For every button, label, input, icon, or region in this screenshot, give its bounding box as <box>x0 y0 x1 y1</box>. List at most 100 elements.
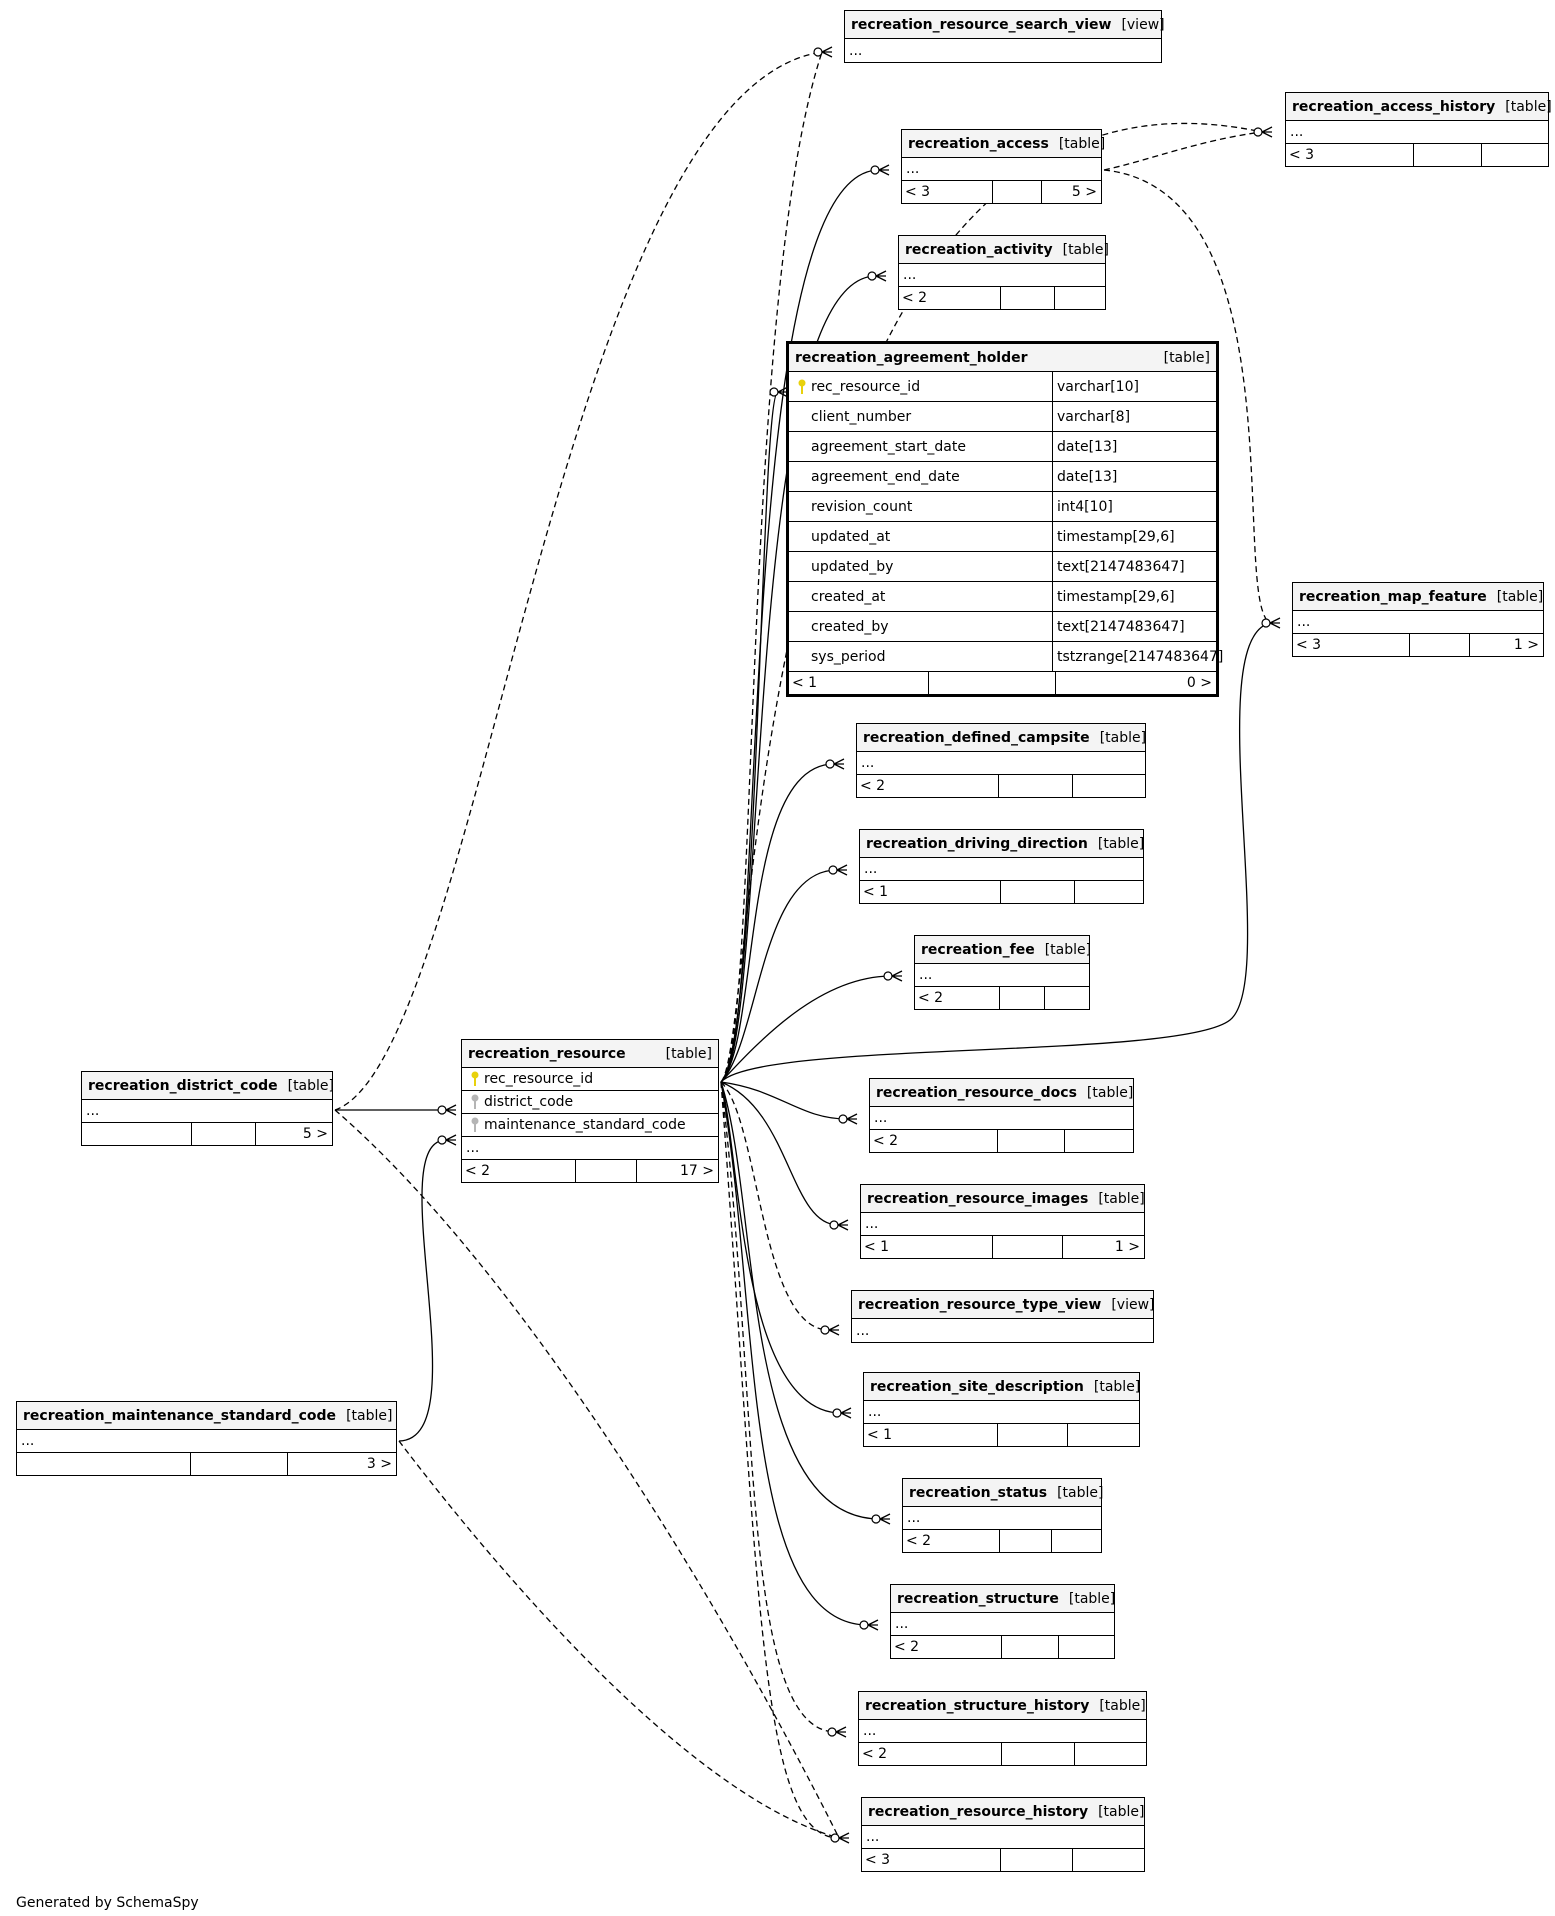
parents-count[interactable]: < 3 <box>1293 634 1410 656</box>
table-name: recreation_site_description <box>870 1378 1084 1395</box>
relationship-district-code-to-resource-history <box>334 1109 840 1839</box>
parents-count[interactable]: < 2 <box>915 987 1000 1009</box>
column-type: varchar[10] <box>1052 372 1216 401</box>
table-name: recreation_resource <box>468 1045 626 1062</box>
children-count[interactable] <box>1045 987 1089 1009</box>
footer-mid <box>1000 987 1045 1009</box>
table-header: recreation_resource_type_view[view] <box>852 1291 1155 1319</box>
children-count[interactable]: 3 > <box>366 1456 392 1472</box>
column-name: sys_period <box>811 648 886 665</box>
table-kind: [table] <box>1505 98 1552 115</box>
table-map-feature[interactable]: recreation_map_feature[table]...< 3 1 > <box>1292 582 1544 657</box>
ellipsis-row: ... <box>862 1826 1144 1849</box>
parents-count[interactable]: < 1 <box>864 1424 998 1446</box>
footer-mid <box>998 1424 1068 1446</box>
parents-count[interactable]: < 2 <box>891 1636 1002 1658</box>
table-structure[interactable]: recreation_structure[table]...< 2 <box>890 1584 1115 1659</box>
footer-mid <box>191 1453 288 1475</box>
table-site-description[interactable]: recreation_site_description[table]...< 1 <box>863 1372 1140 1447</box>
table-header: recreation_agreement_holder[table] <box>789 344 1216 372</box>
table-maint-std-code[interactable]: recreation_maintenance_standard_code[tab… <box>16 1401 397 1476</box>
table-search-view[interactable]: recreation_resource_search_view[view]... <box>844 10 1165 63</box>
crowfoot-marker <box>867 270 887 282</box>
children-count[interactable] <box>1055 287 1105 309</box>
generated-by-footer: Generated by SchemaSpy <box>16 1895 199 1911</box>
children-count[interactable] <box>1075 881 1143 903</box>
table-name: recreation_agreement_holder <box>795 349 1028 366</box>
children-count[interactable]: 1 > <box>1114 1239 1140 1255</box>
table-fee[interactable]: recreation_fee[table]...< 2 <box>914 935 1092 1010</box>
parents-count[interactable]: < 1 <box>860 881 1001 903</box>
table-driving-direction[interactable]: recreation_driving_direction[table]...< … <box>859 829 1144 904</box>
column-row: rec_resource_id <box>462 1068 718 1091</box>
children-count[interactable] <box>1073 1849 1144 1871</box>
column-type: timestamp[29,6] <box>1052 582 1216 611</box>
column-type: varchar[8] <box>1052 402 1216 431</box>
parents-count[interactable]: < 1 <box>861 1236 993 1258</box>
children-count[interactable] <box>1068 1424 1139 1446</box>
table-district-code[interactable]: recreation_district_code[table]...5 > <box>81 1071 334 1146</box>
table-header: recreation_map_feature[table] <box>1293 583 1543 611</box>
table-name: recreation_status <box>909 1484 1048 1501</box>
parents-count[interactable]: < 3 <box>902 181 993 203</box>
children-count[interactable] <box>1052 1530 1101 1552</box>
table-resource-docs[interactable]: recreation_resource_docs[table]...< 2 <box>869 1078 1134 1153</box>
children-count[interactable] <box>1059 1636 1114 1658</box>
table-resource-history[interactable]: recreation_resource_history[table]...< 3 <box>861 1797 1145 1872</box>
table-kind: [table] <box>1044 941 1092 958</box>
column-type: timestamp[29,6] <box>1052 522 1216 551</box>
children-count[interactable] <box>1075 1743 1146 1765</box>
children-count[interactable] <box>1482 144 1548 166</box>
children-count[interactable]: 17 > <box>680 1163 714 1179</box>
parents-count[interactable] <box>17 1453 191 1475</box>
no-key-spacer <box>793 408 811 426</box>
column-type: text[2147483647] <box>1052 612 1216 641</box>
table-defined-campsite[interactable]: recreation_defined_campsite[table]...< 2 <box>856 723 1146 798</box>
table-footer: < 2 <box>859 1743 1146 1765</box>
crowfoot-marker <box>883 970 903 982</box>
children-count[interactable]: 5 > <box>1071 184 1097 200</box>
relationship-access-to-access-history <box>1103 131 1263 171</box>
table-footer: < 2 <box>899 287 1105 309</box>
children-count[interactable]: 0 > <box>1186 675 1212 691</box>
primary-key-icon <box>466 1070 484 1088</box>
parents-count[interactable]: < 1 <box>789 672 929 694</box>
column-name: maintenance_standard_code <box>484 1117 686 1133</box>
relationship-resource-to-structure <box>720 1081 869 1626</box>
parents-count[interactable]: < 2 <box>859 1743 1002 1765</box>
parents-count[interactable]: < 2 <box>870 1130 998 1152</box>
parents-count[interactable]: < 2 <box>903 1530 1000 1552</box>
children-count[interactable] <box>1065 1130 1133 1152</box>
table-resource-type-view[interactable]: recreation_resource_type_view[view]... <box>851 1290 1155 1343</box>
table-kind: [table] <box>1068 1590 1116 1607</box>
table-structure-history[interactable]: recreation_structure_history[table]...< … <box>858 1691 1147 1766</box>
table-kind: [table] <box>1086 1084 1134 1101</box>
parents-count[interactable]: < 3 <box>862 1849 1001 1871</box>
ellipsis-row: ... <box>1293 611 1543 634</box>
table-footer: 5 > <box>82 1123 332 1145</box>
table-status[interactable]: recreation_status[table]...< 2 <box>902 1478 1103 1553</box>
children-count[interactable]: 5 > <box>302 1126 328 1142</box>
parents-count[interactable] <box>82 1123 192 1145</box>
children-count[interactable]: 1 > <box>1513 637 1539 653</box>
table-resource[interactable]: recreation_resource[table]rec_resource_i… <box>461 1039 719 1183</box>
parents-count[interactable]: < 2 <box>857 775 999 797</box>
ellipsis-row: ... <box>870 1107 1133 1130</box>
parents-count[interactable]: < 2 <box>899 287 1001 309</box>
parents-count[interactable]: < 2 <box>462 1160 576 1182</box>
column-cell: sys_period <box>789 642 1052 671</box>
crowfoot-marker <box>1253 126 1273 138</box>
table-activity[interactable]: recreation_activity[table]...< 2 <box>898 235 1109 310</box>
table-access-history[interactable]: recreation_access_history[table]...< 3 <box>1285 92 1552 167</box>
no-key-spacer <box>793 618 811 636</box>
footer-mid <box>192 1123 256 1145</box>
parents-count[interactable]: < 3 <box>1286 144 1414 166</box>
column-name: updated_by <box>811 558 894 575</box>
table-agreement-holder[interactable]: recreation_agreement_holder[table]rec_re… <box>786 341 1223 697</box>
column-name: client_number <box>811 408 912 425</box>
relationship-resource-to-defined-campsite <box>720 763 835 1083</box>
children-count[interactable] <box>1073 775 1145 797</box>
